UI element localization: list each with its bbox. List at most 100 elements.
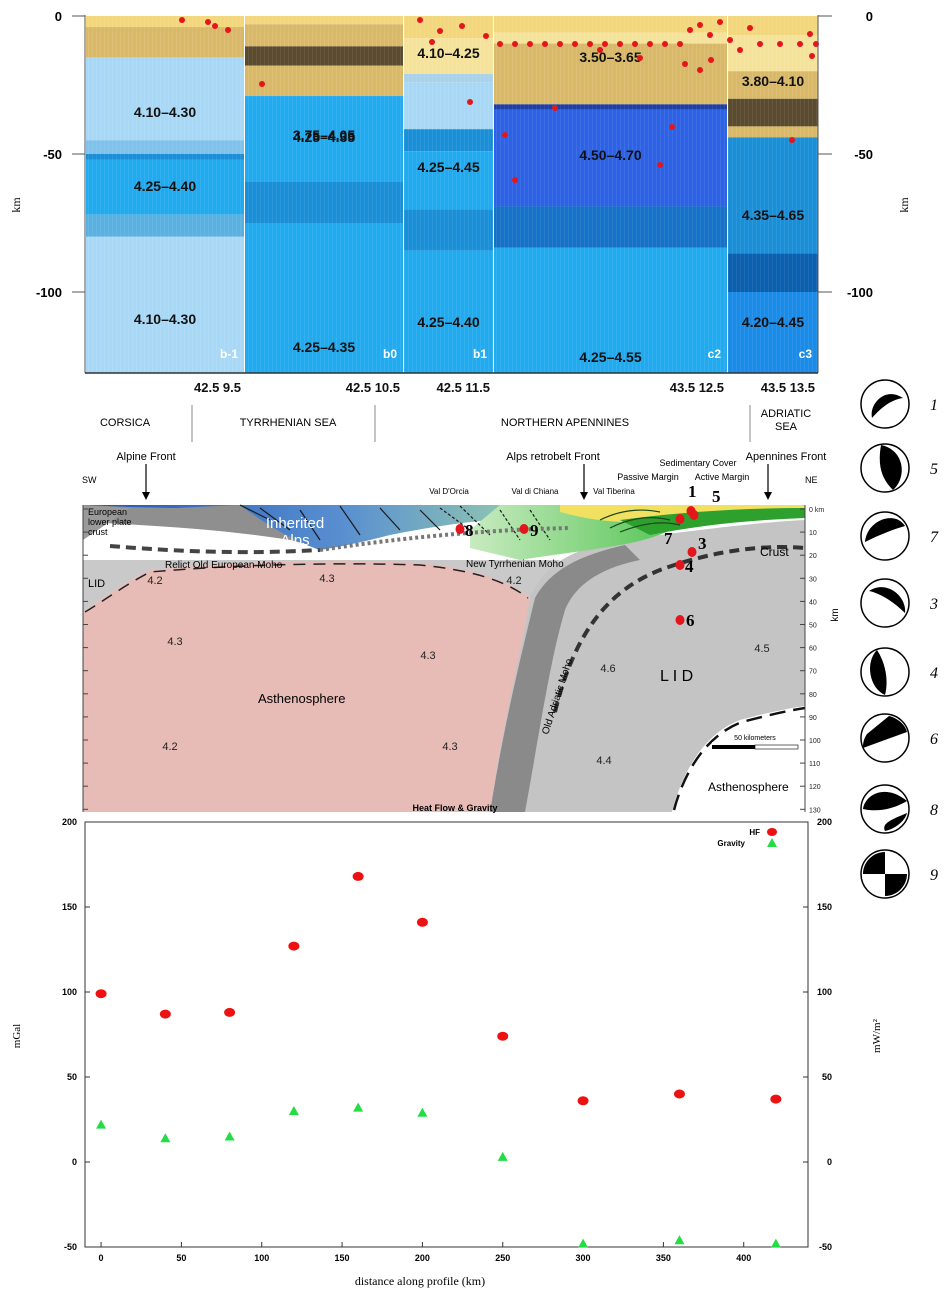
velocity-column-b-1: 4.10–4.304.25–4.404.10–4.30b-1: [86, 16, 244, 373]
coordinate-label: 42.5 10.5: [346, 380, 400, 395]
earthquake-marker: [429, 39, 435, 45]
thrust-faults: [239, 504, 441, 541]
hf-point: [770, 1094, 782, 1104]
velocity-panel: 4.10–4.304.25–4.404.10–4.30b-13.75–4.054…: [9, 9, 911, 395]
earthquake-marker: [512, 177, 518, 183]
velocity-label: 4.10–4.25: [417, 45, 479, 61]
layer-texture: [404, 16, 493, 373]
earthquake-marker: [179, 17, 185, 23]
val-orcia-label: Val D'Orcia: [429, 487, 469, 496]
depth-tick-label: 110: [809, 761, 820, 768]
earthquake-marker: [697, 22, 703, 28]
legend-hf-marker: [767, 828, 777, 836]
depth-tick-label: 120: [809, 784, 821, 791]
earthquake-marker: [797, 41, 803, 47]
earthquake-marker: [737, 47, 743, 53]
earthquake-marker: [467, 99, 473, 105]
y-axis-unit-right: km: [897, 197, 911, 213]
x-tick-label: 250: [495, 1253, 510, 1263]
earthquake-marker: [212, 23, 218, 29]
focal-mechanism-6: [860, 713, 910, 763]
earthquake-marker: [637, 55, 643, 61]
focal-mechanism-1: [860, 379, 910, 429]
earthquake-marker: [757, 41, 763, 47]
y-axis-label-right: mW/m²: [871, 1018, 883, 1053]
focal-mechanism-label: 6: [930, 731, 938, 748]
depth-tick-label: 0 km: [809, 507, 824, 514]
earthquake-marker: [809, 53, 815, 59]
velocity-value: 4.4: [596, 755, 611, 767]
focal-mechanism-label: 3: [929, 596, 938, 613]
chart-marks: [95, 871, 782, 1248]
gravity-point: [353, 1102, 364, 1112]
y-tick-label-right: 0: [827, 1157, 832, 1167]
focal-mechanism-7: [860, 511, 910, 561]
event-number: 8: [465, 521, 474, 540]
y-tick-label: -50: [64, 1242, 77, 1252]
lid-asthenosphere-boundary-east: [672, 706, 806, 811]
velocity-label: 3.75–4.05: [293, 127, 355, 143]
gravity-point: [96, 1119, 107, 1129]
depth-unit-label: km: [830, 608, 841, 621]
earthquake-markers: [179, 17, 819, 183]
velocity-label: 4.50–4.70: [579, 147, 641, 163]
x-tick-label: 0: [99, 1253, 104, 1263]
velocity-label: 4.35–4.65: [742, 207, 804, 223]
gravity-point: [224, 1131, 235, 1141]
event-marker: [675, 560, 685, 570]
earthquake-marker: [417, 17, 423, 23]
earthquake-marker: [497, 41, 503, 47]
earthquake-marker: [747, 25, 753, 31]
earthquake-marker: [807, 31, 813, 37]
earthquake-marker: [459, 23, 465, 29]
passive-margin-label: Passive Margin: [617, 472, 679, 482]
column-id-label: c2: [708, 347, 722, 361]
event-number: 5: [712, 487, 721, 506]
focal-mechanism-3: [860, 578, 910, 628]
event-marker: [689, 510, 699, 520]
velocity-value: 4.5: [754, 643, 769, 655]
earthquake-marker: [205, 19, 211, 25]
earthquake-marker: [617, 41, 623, 47]
earthquake-marker: [662, 41, 668, 47]
velocity-label: 3.50–3.65: [579, 49, 641, 65]
scale-bar-black: [712, 745, 755, 749]
lid-right-label: L I D: [660, 668, 693, 685]
velocity-label: 4.25–4.35: [293, 129, 355, 145]
focal-mechanism-4: [860, 647, 910, 697]
gravity-point: [417, 1107, 428, 1117]
lid-left-label: LID: [88, 578, 105, 590]
text-line: lower plate: [88, 517, 132, 527]
velocity-columns: 4.10–4.304.25–4.404.10–4.30b-13.75–4.054…: [86, 16, 818, 373]
y-axis-label-left: mGal: [11, 1024, 23, 1048]
y-tick-label-right: 200: [817, 817, 832, 827]
sw-label: SW: [82, 475, 97, 485]
earthquake-marker: [647, 41, 653, 47]
region-tyrrhenian-sea: TYRRHENIAN SEA: [240, 417, 337, 429]
earthquake-marker: [572, 41, 578, 47]
hf-point: [352, 871, 364, 881]
alpine-front-label: Alpine Front: [116, 451, 175, 463]
hf-point: [577, 1096, 589, 1106]
velocity-value: 4.3: [319, 573, 334, 585]
earthquake-marker: [669, 124, 675, 130]
velocity-label: 4.10–4.30: [134, 104, 196, 120]
layer-texture: [728, 16, 818, 373]
velocity-value: 4.6: [600, 663, 615, 675]
earthquake-marker: [727, 37, 733, 43]
x-tick-label: 300: [576, 1253, 591, 1263]
alps-retrobelt-front-label: Alps retrobelt Front: [506, 451, 600, 463]
legend-gravity-label: Gravity: [717, 839, 745, 848]
earthquake-marker: [259, 81, 265, 87]
earthquake-marker: [717, 19, 723, 25]
legend-gravity-marker: [767, 838, 777, 847]
retrobelt-front-arrowhead: [580, 492, 588, 500]
y-tick-label-right: 50: [822, 1072, 832, 1082]
event-marker: [519, 524, 529, 534]
apennines-front-arrowhead: [764, 492, 772, 500]
